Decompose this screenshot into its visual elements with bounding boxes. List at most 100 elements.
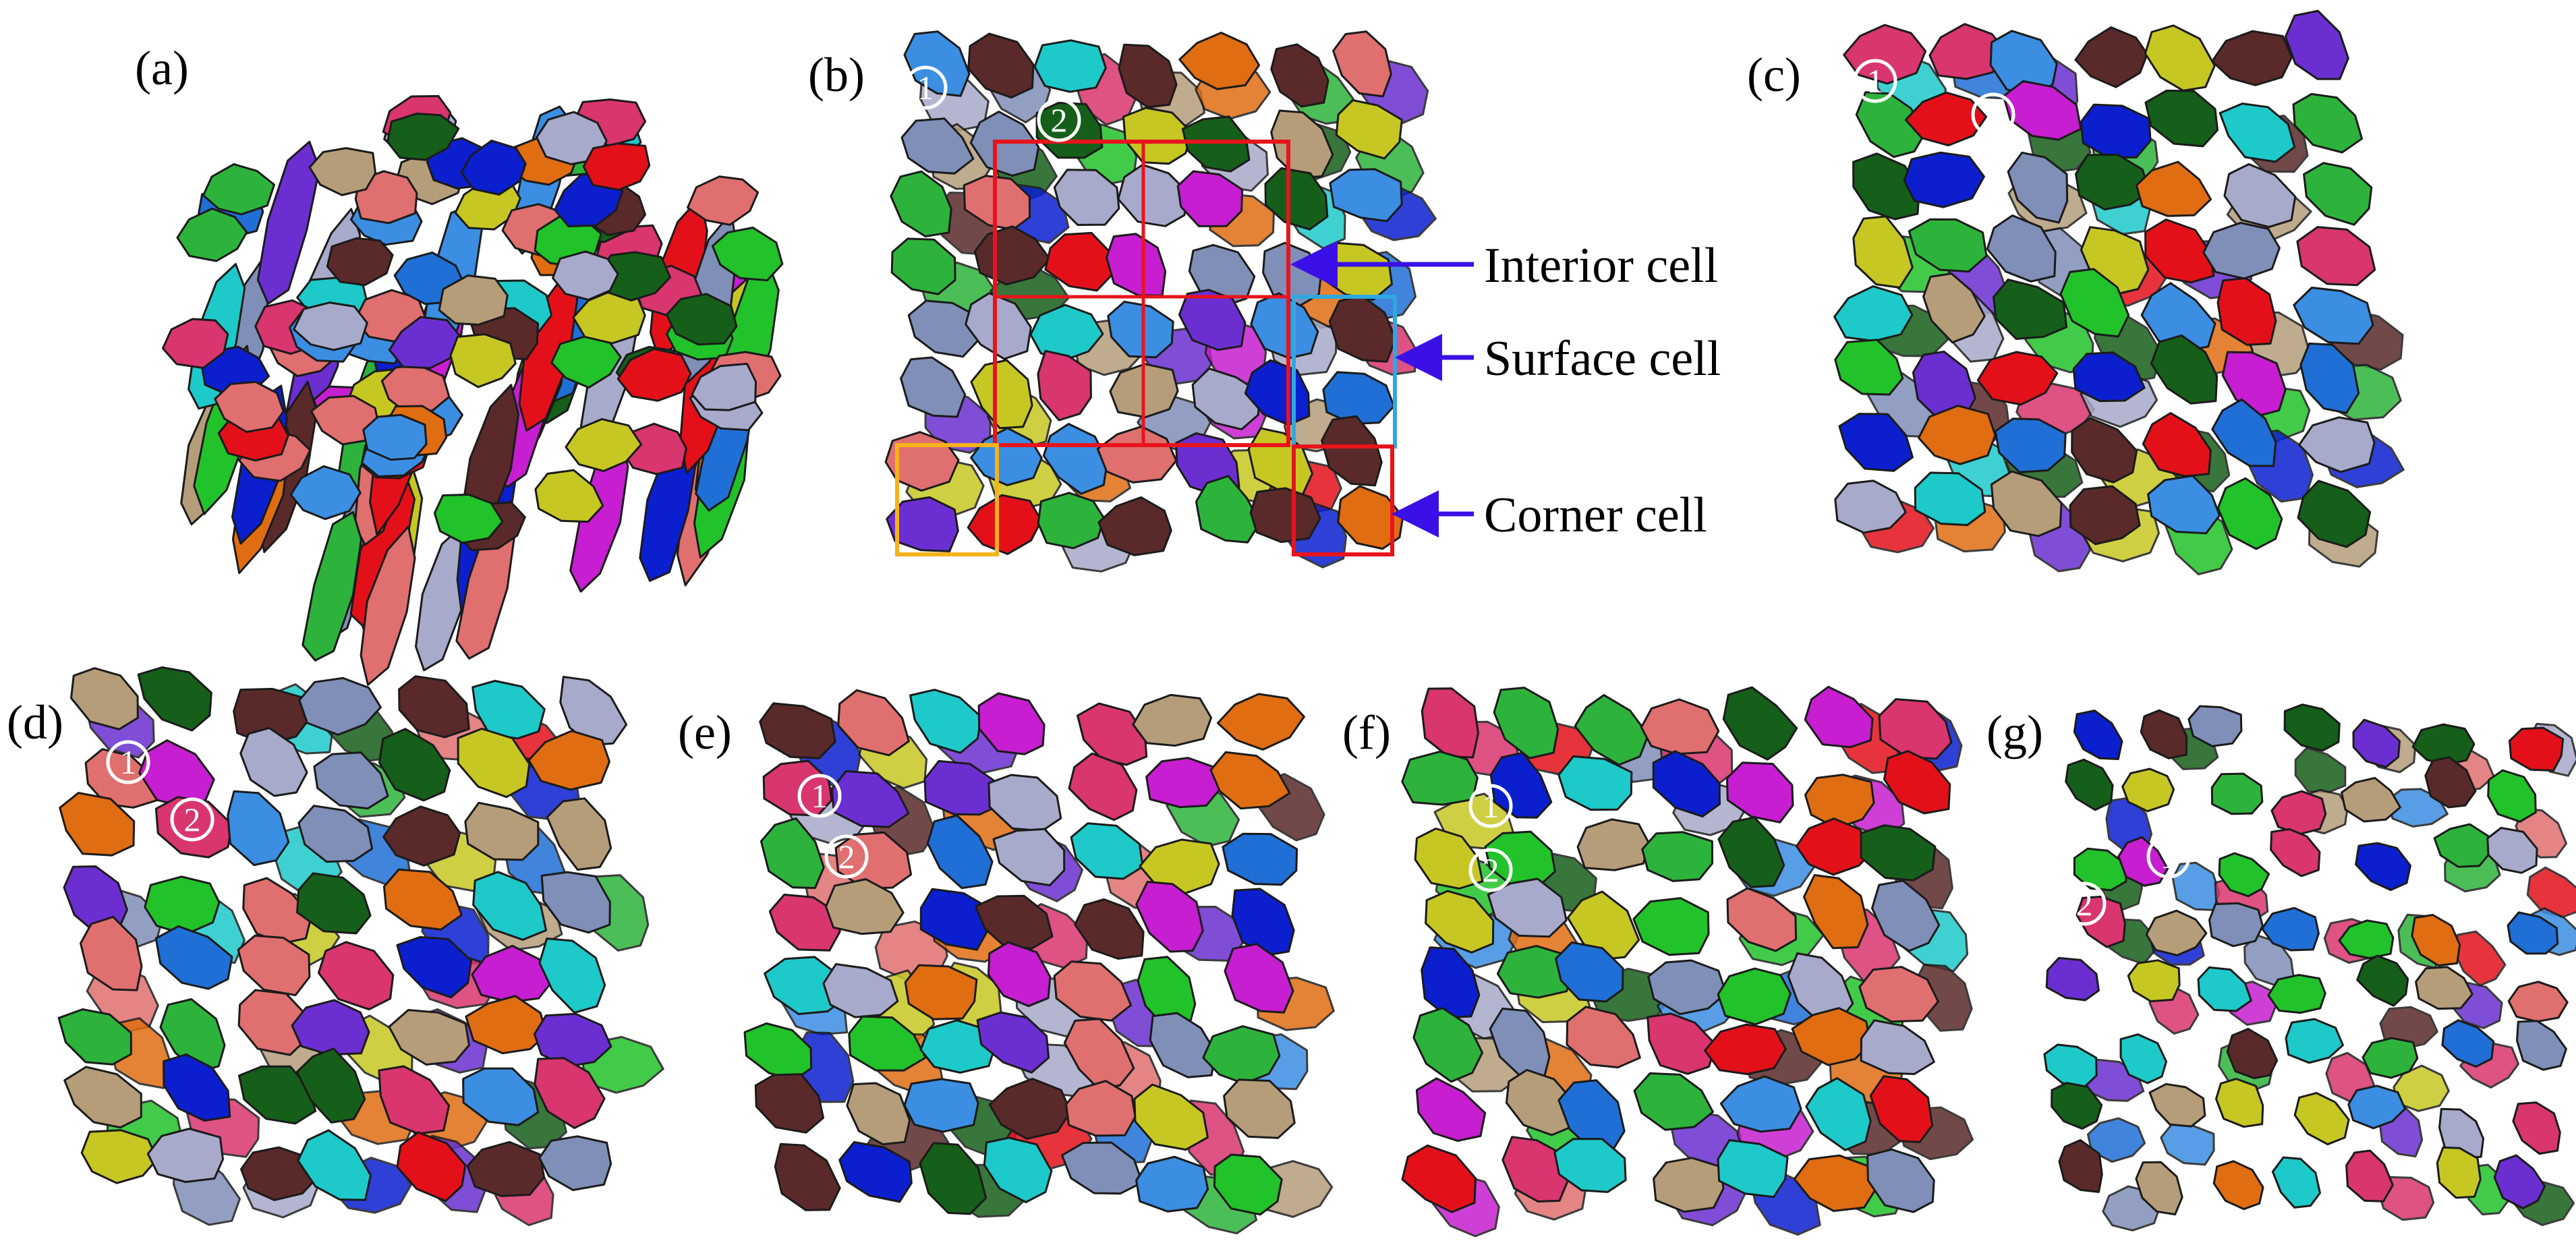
grain-cell [1726,887,1798,952]
grain-cell [382,805,461,867]
grain-cell [1793,1154,1878,1212]
grain-cell [909,689,983,754]
corner-cell-label: Corner cell [1484,488,1707,543]
grain-cell [1717,816,1785,888]
grain-cell [396,1131,467,1203]
panel-f-top-view [1401,685,1974,1238]
grain-cell [382,868,463,931]
grain-cell [2352,718,2401,769]
grain-cell [1063,1018,1135,1091]
grain-cell [1805,1077,1872,1151]
grain-cell [1209,751,1291,810]
grain-cell [1487,877,1568,938]
grain-cell [313,751,389,810]
grain-cell [565,417,643,472]
grain-cell [237,989,309,1056]
grain-cell [2148,1082,2206,1128]
grain-cell [534,469,604,523]
grain-cell [754,1073,825,1134]
grain-cell [527,730,610,791]
grain-cell [1181,115,1251,173]
grain-cell [289,465,362,521]
grain-cell [665,293,738,346]
grain-cell [2074,26,2148,88]
grain-cell [1903,151,1985,208]
grain-cell [1871,879,1941,952]
grain-cell [295,1047,366,1124]
grain-cell [291,999,370,1056]
grain-cell [691,362,757,411]
grain-cell [326,237,394,287]
grain-cell [2493,1154,2546,1209]
marker-two-number: 2 [1483,851,1499,889]
grain-cell [1866,1148,1935,1213]
grain-cell [2362,1037,2419,1079]
grain-cell [2210,772,2264,815]
grain-cell [2283,703,2341,752]
grain-cell [1401,1144,1477,1213]
grain-cell [1641,831,1713,882]
grain-cell [546,797,612,871]
marker-two-ring [2062,881,2107,926]
grain-cell [2071,417,2138,484]
panel-g-top-view-separated [2043,703,2576,1232]
grain-cell [2144,89,2219,148]
grain-cell [2341,777,2401,823]
grain-cell [1914,471,1986,526]
grain-cell [830,770,910,828]
panel-label-b: (b) [808,48,865,102]
grain-cell [2202,221,2281,280]
grain-cell [1033,39,1107,93]
grain-cell [890,170,952,237]
grain-cell [466,1140,546,1197]
grain-cell [2211,398,2277,467]
grain-cell [2208,902,2264,948]
grain-cell [2051,1082,2103,1130]
grain-cell [919,1019,997,1074]
grain-cell [1986,214,2057,283]
marker-two-number: 2 [1985,96,2002,134]
grain-cell [967,494,1043,555]
panel-a-isometric-packing [161,95,784,686]
grain-cell [2516,1020,2567,1071]
grain-cell [1250,292,1319,359]
grain-cell [900,356,967,418]
grain-cell [1329,168,1403,223]
grain-cell [1791,1007,1872,1066]
panel-label-e: (e) [678,705,732,759]
grain-cell [900,117,975,175]
grain-cell [2507,911,2559,955]
grain-cell [1133,1083,1209,1151]
grain-cell [362,413,428,461]
grain-cell [617,347,692,402]
grain-cell [2065,758,2114,811]
marker-two-number: 2 [1051,101,1068,139]
grain-cell [926,814,994,890]
grain-cell [1852,215,1914,289]
grain-cell [2441,1019,2495,1068]
grain-cell [1070,822,1144,880]
grain-cell [398,675,470,739]
grain-cell [2073,710,2123,760]
panel-c-top-view [1833,9,2405,575]
marker-one-ring [797,774,842,818]
grain-cell [1833,285,1914,343]
grain-cell [1321,415,1383,487]
grain-cell [988,1078,1072,1140]
grain-cell [2197,966,2252,1012]
grain-cell [2216,277,2277,346]
grain-cell [1332,30,1392,98]
grain-cell [1795,817,1877,876]
grain-cell [1135,1155,1209,1213]
grain-cell [59,792,136,857]
grain-cell [743,1022,813,1081]
panel-label-c: (c) [1747,48,1801,102]
grain-cell [163,1053,231,1122]
grain-cell [465,995,548,1055]
grain-cell [838,1140,913,1203]
interior-cell-label: Interior cell [1484,238,1718,293]
grain-cell [1149,1012,1217,1078]
grain-cell [837,689,910,757]
grain-cell [886,496,959,552]
grain-cell [1858,966,1939,1023]
